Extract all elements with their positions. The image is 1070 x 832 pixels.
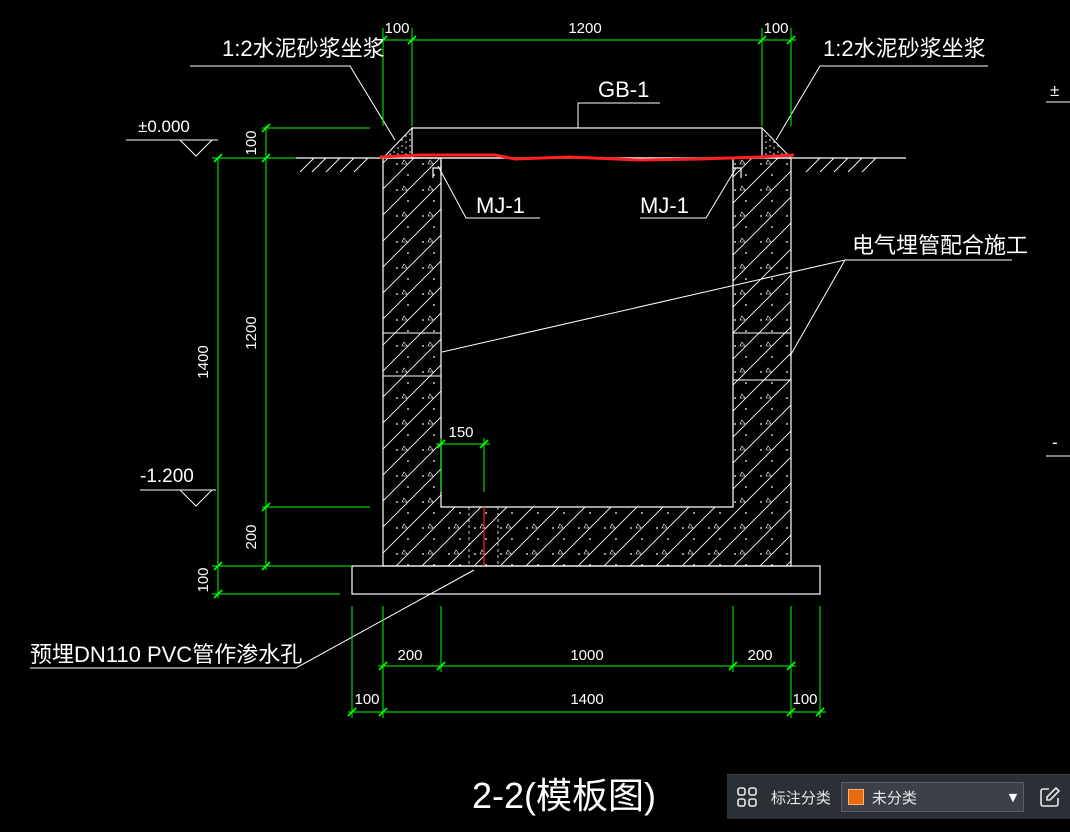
dim-left-total: 1400 xyxy=(195,345,212,378)
soil-hatch xyxy=(299,157,877,173)
category-value: 未分类 xyxy=(871,788,917,807)
dimension-ticks xyxy=(213,35,825,717)
label-elev-bottom: -1.200 xyxy=(140,466,194,487)
clipped-elev-text: ± xyxy=(1050,81,1059,100)
channel-concrete xyxy=(382,157,792,567)
construction-joints xyxy=(383,332,791,381)
leader-lines xyxy=(30,65,1012,669)
elevation-mark-top xyxy=(126,139,218,157)
dim-left-base: 200 xyxy=(243,524,260,549)
label-embed-left: MJ-1 xyxy=(476,193,525,218)
label-cover: GB-1 xyxy=(598,77,649,102)
dim-left-pad: 100 xyxy=(195,567,212,592)
dim-top-left: 100 xyxy=(384,20,409,37)
dim-left-cover: 100 xyxy=(243,130,260,155)
label-drain: 预埋DN110 PVC管作渗水孔 xyxy=(30,642,302,667)
dim-bot2-left: 100 xyxy=(354,691,379,708)
dim-bot1-right: 200 xyxy=(747,647,772,664)
clipped-elev-text: - xyxy=(1052,433,1058,452)
mj-embed-left-shape xyxy=(432,160,442,178)
grid-icon[interactable] xyxy=(727,775,767,819)
dim-hole: 150 xyxy=(448,424,473,441)
highlight-stroke xyxy=(379,153,795,162)
elevation-mark-clipped xyxy=(1046,101,1070,457)
mortar-right-shape xyxy=(761,126,793,159)
base-pad xyxy=(351,565,821,595)
chevron-down-icon[interactable]: ▼ xyxy=(1008,791,1018,804)
dim-bot1-mid: 1000 xyxy=(570,647,603,664)
label-electric: 电气埋管配合施工 xyxy=(852,233,1028,258)
drawing-title: 2-2(模板图) xyxy=(472,775,656,816)
category-select[interactable]: 未分类 ▼ xyxy=(840,782,1025,812)
label-mortar-right: 1:2水泥砂浆坐浆 xyxy=(823,36,986,61)
dimension-lines xyxy=(212,28,826,718)
annotation-category-label: 标注分类 xyxy=(770,788,831,807)
dim-bot2-mid: 1400 xyxy=(570,691,603,708)
dim-top-mid: 1200 xyxy=(568,20,601,37)
dim-bot1-left: 200 xyxy=(397,647,422,664)
edit-icon[interactable] xyxy=(1030,775,1070,819)
dim-top-right: 100 xyxy=(763,20,788,37)
mortar-left-shape xyxy=(381,126,413,159)
label-elev-top: ±0.000 xyxy=(138,117,190,136)
dim-bot2-right: 100 xyxy=(792,691,817,708)
elevation-mark-bottom xyxy=(140,489,216,507)
annotation-toolbar: 标注分类 未分类 ▼ xyxy=(727,774,1070,819)
label-mortar-left: 1:2水泥砂浆坐浆 xyxy=(222,36,385,61)
dim-left-inner: 1200 xyxy=(243,316,260,349)
category-color-swatch xyxy=(847,789,864,805)
label-embed-right: MJ-1 xyxy=(640,193,689,218)
